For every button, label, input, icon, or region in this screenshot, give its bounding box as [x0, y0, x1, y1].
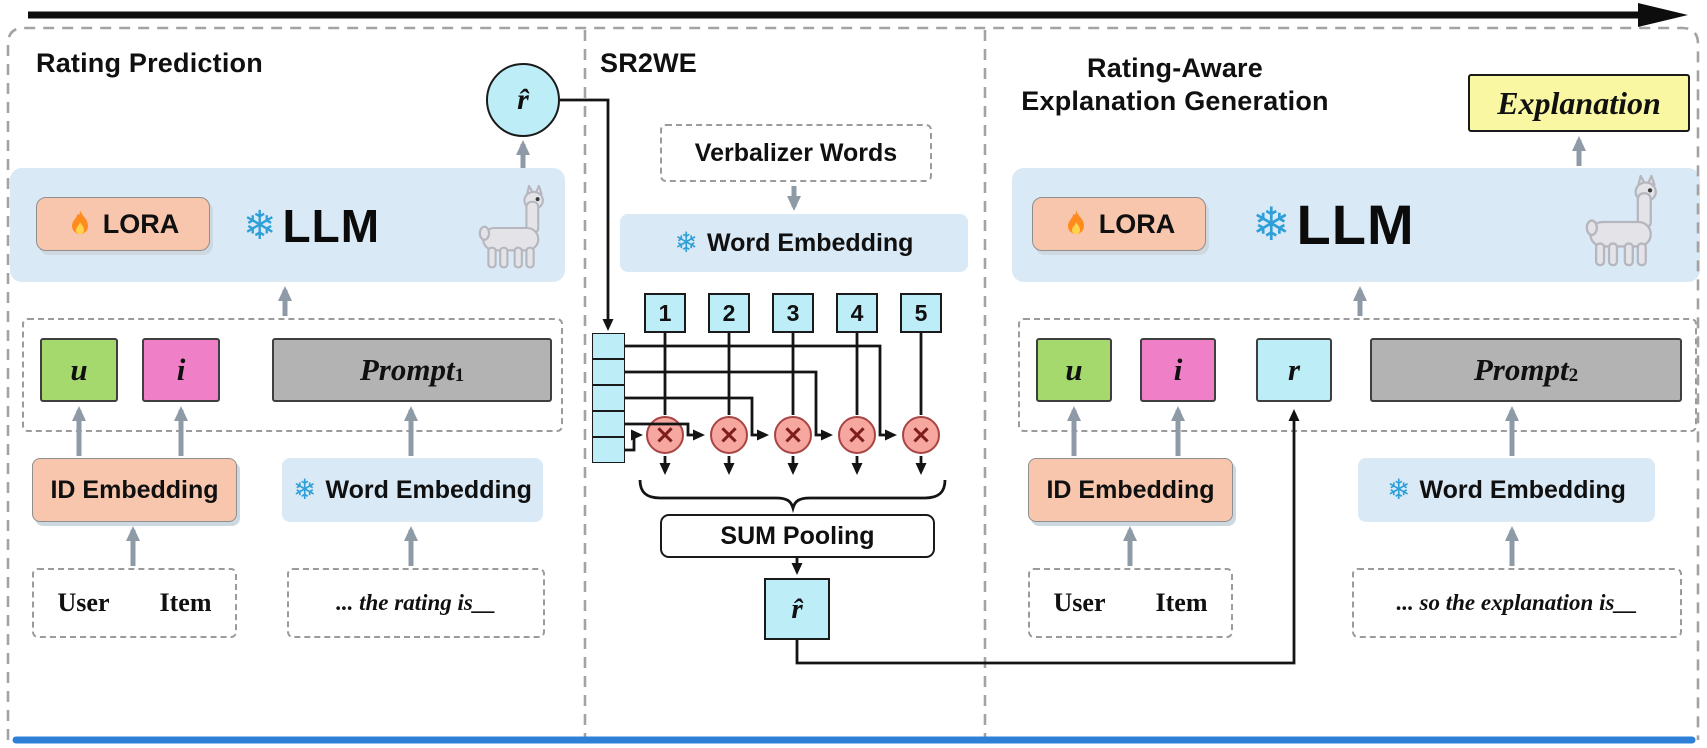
multiply-node-4: ×: [838, 416, 876, 454]
weight-cell-2: [592, 359, 625, 385]
verbalizer-token-4: 4: [836, 293, 878, 333]
item-input-label: Item: [1155, 588, 1208, 617]
user-item-input-rating: User Item: [32, 568, 237, 638]
predicted-rating-node: r̂: [486, 63, 560, 137]
user-token-label: u: [70, 352, 88, 387]
weight-cell-1: [592, 333, 625, 359]
verbalizer-token-1: 1: [644, 293, 686, 333]
lora-label: LORA: [1098, 208, 1176, 239]
snowflake-icon: ❄: [1252, 197, 1291, 251]
id-embedding-block-rating: ID Embedding: [32, 458, 237, 522]
user-token-explanation: u: [1036, 338, 1112, 402]
item-token-label: i: [176, 352, 186, 387]
explanation-output-box: Explanation: [1468, 74, 1690, 132]
user-token-label: u: [1065, 352, 1083, 387]
predicted-rating-label: r̂: [517, 83, 529, 116]
snowflake-icon: ❄: [293, 473, 317, 506]
lora-label: LORA: [102, 208, 180, 239]
item-input-label: Item: [159, 588, 212, 617]
prompt-text-explanation: ... so the explanation is__: [1352, 568, 1682, 638]
snowflake-icon: ❄: [674, 226, 698, 259]
word-embedding-block-rating: ❄ Word Embedding: [282, 458, 543, 522]
prompt-text-rating-label: ... the rating is__: [336, 590, 496, 615]
prompt-text-explanation-label: ... so the explanation is__: [1396, 590, 1638, 615]
item-token-explanation: i: [1140, 338, 1216, 402]
explanation-output-label: Explanation: [1497, 84, 1661, 121]
sr2we-title: SR2WE: [600, 48, 698, 78]
rhat-to-sr2we-connector: [560, 98, 614, 331]
llama-icon: [470, 180, 554, 276]
lora-adapter-explanation: LORA: [1032, 197, 1206, 251]
multiply-node-5: ×: [902, 416, 940, 454]
multiply-node-1: ×: [646, 416, 684, 454]
id-embedding-label: ID Embedding: [1046, 475, 1215, 504]
word-embedding-sr2we-label: Word Embedding: [706, 228, 914, 257]
timeline-arrow: [28, 3, 1688, 27]
explanation-title-line1: Rating-Aware: [1087, 53, 1263, 83]
verbalizer-token-5: 5: [900, 293, 942, 333]
sum-pooling-box: SUM Pooling: [660, 514, 935, 558]
llama-icon: [1576, 170, 1668, 274]
sum-pooling-label: SUM Pooling: [720, 521, 875, 550]
user-token-rating: u: [40, 338, 118, 402]
prompt-text-rating: ... the rating is__: [287, 568, 545, 638]
explanation-title: Rating-Aware Explanation Generation: [1000, 52, 1350, 118]
weight-cell-4: [592, 411, 625, 437]
user-input-label: User: [1053, 588, 1106, 617]
rating-token-label: r: [1287, 352, 1301, 387]
user-input-label: User: [57, 588, 110, 617]
item-token-label: i: [1173, 352, 1183, 387]
snowflake-icon: ❄: [243, 203, 277, 249]
llm-label: LLM: [282, 200, 381, 252]
prompt2-subscript: 2: [1568, 365, 1579, 386]
id-embedding-label: ID Embedding: [50, 475, 219, 504]
llm-label-group-explanation: ❄ LLM: [1252, 180, 1532, 268]
llm-label: LLM: [1296, 192, 1415, 256]
word-embedding-label: Word Embedding: [325, 475, 532, 504]
verbalizer-token-3: 3: [772, 293, 814, 333]
multiply-node-3: ×: [774, 416, 812, 454]
llm-label-group-rating: ❄ LLM: [243, 186, 473, 266]
rating-token-explanation: r: [1256, 338, 1332, 402]
word-embedding-block-sr2we: ❄ Word Embedding: [620, 214, 968, 272]
fire-icon: [1067, 210, 1084, 235]
verbalizer-words-label: Verbalizer Words: [694, 138, 898, 167]
prompt2-label: Prompt: [1473, 352, 1569, 387]
explanation-title-line2: Explanation Generation: [1021, 86, 1329, 116]
verbalizer-words-box: Verbalizer Words: [660, 124, 932, 182]
fire-icon: [71, 210, 88, 235]
prompt1-subscript: 1: [454, 365, 465, 386]
rating-prediction-title: Rating Prediction: [36, 48, 263, 78]
item-token-rating: i: [142, 338, 220, 402]
word-embedding-block-explanation: ❄ Word Embedding: [1358, 458, 1655, 522]
prompt1-label: Prompt: [359, 352, 455, 387]
id-embedding-block-explanation: ID Embedding: [1028, 458, 1233, 522]
multiply-node-2: ×: [710, 416, 748, 454]
lora-adapter-rating: LORA: [36, 197, 210, 251]
user-item-input-explanation: User Item: [1028, 568, 1233, 638]
underbrace: [638, 479, 947, 514]
rating-embedding-node: r̂: [764, 578, 830, 640]
snowflake-icon: ❄: [1387, 473, 1411, 506]
weight-cell-5: [592, 437, 625, 463]
rating-embedding-label: r̂: [791, 592, 803, 625]
verbalizer-token-2: 2: [708, 293, 750, 333]
weight-cell-3: [592, 385, 625, 411]
word-embedding-label: Word Embedding: [1419, 475, 1626, 504]
